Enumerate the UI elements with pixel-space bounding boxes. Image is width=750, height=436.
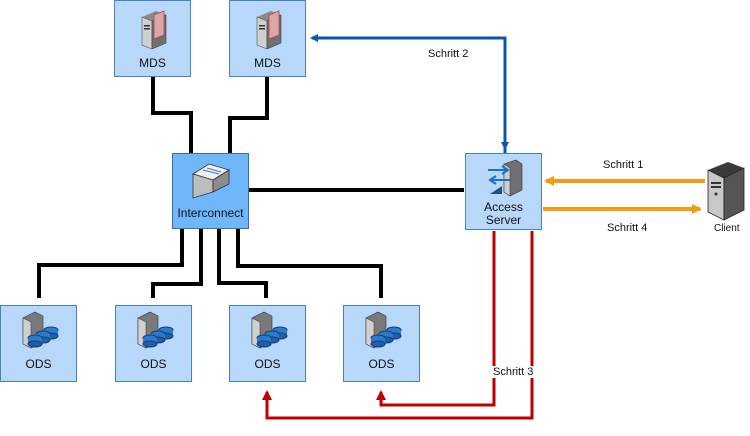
ods-node-3[interactable]: ODS (229, 305, 306, 382)
link-interconnect-ods4 (236, 228, 383, 298)
access-server-label-2: Server (485, 213, 522, 227)
interconnect-node[interactable]: Interconnect (172, 153, 249, 229)
link-interconnect-ods3 (217, 228, 268, 298)
storage-server-icon (251, 311, 287, 349)
arrow-step3-ods3 (262, 231, 534, 420)
ods-label: ODS (368, 357, 395, 371)
client-label: Client (714, 223, 740, 234)
storage-server-icon (22, 311, 58, 349)
mds-node-2[interactable]: MDS (229, 0, 306, 77)
storage-server-icon (365, 311, 401, 349)
ods-label: ODS (25, 357, 52, 371)
storage-server-icon (137, 311, 173, 349)
step-2-label: Schritt 2 (428, 48, 469, 60)
access-server-icon (487, 159, 522, 197)
ods-label: ODS (254, 357, 281, 371)
ods-node-4[interactable]: ODS (343, 305, 420, 382)
mds-node-1[interactable]: MDS (114, 0, 191, 77)
server-icon (141, 10, 166, 49)
link-mds1-interconnect (151, 76, 193, 153)
ods-node-2[interactable]: ODS (115, 305, 192, 382)
step-1-label: Schritt 1 (603, 159, 644, 171)
mds-label: MDS (139, 56, 166, 70)
switch-icon (191, 163, 230, 199)
access-server-node[interactable]: Access Server (465, 153, 542, 230)
step-4-label: Schritt 4 (607, 222, 648, 234)
arrow-step2 (310, 34, 507, 153)
client-computer-icon (707, 162, 745, 221)
ods-label: ODS (140, 357, 167, 371)
link-interconnect-ods1 (37, 228, 184, 298)
link-mds2-interconnect (228, 76, 269, 153)
client-node[interactable]: Client (700, 160, 750, 240)
ods-node-1[interactable]: ODS (0, 305, 77, 382)
server-icon (256, 10, 281, 49)
arrow-step3-ods4 (376, 231, 496, 407)
mds-label: MDS (254, 56, 281, 70)
step-3-label: Schritt 3 (492, 366, 535, 378)
link-interconnect-ods2 (151, 228, 203, 298)
interconnect-label: Interconnect (177, 206, 244, 220)
access-server-label-1: Access (484, 200, 523, 214)
